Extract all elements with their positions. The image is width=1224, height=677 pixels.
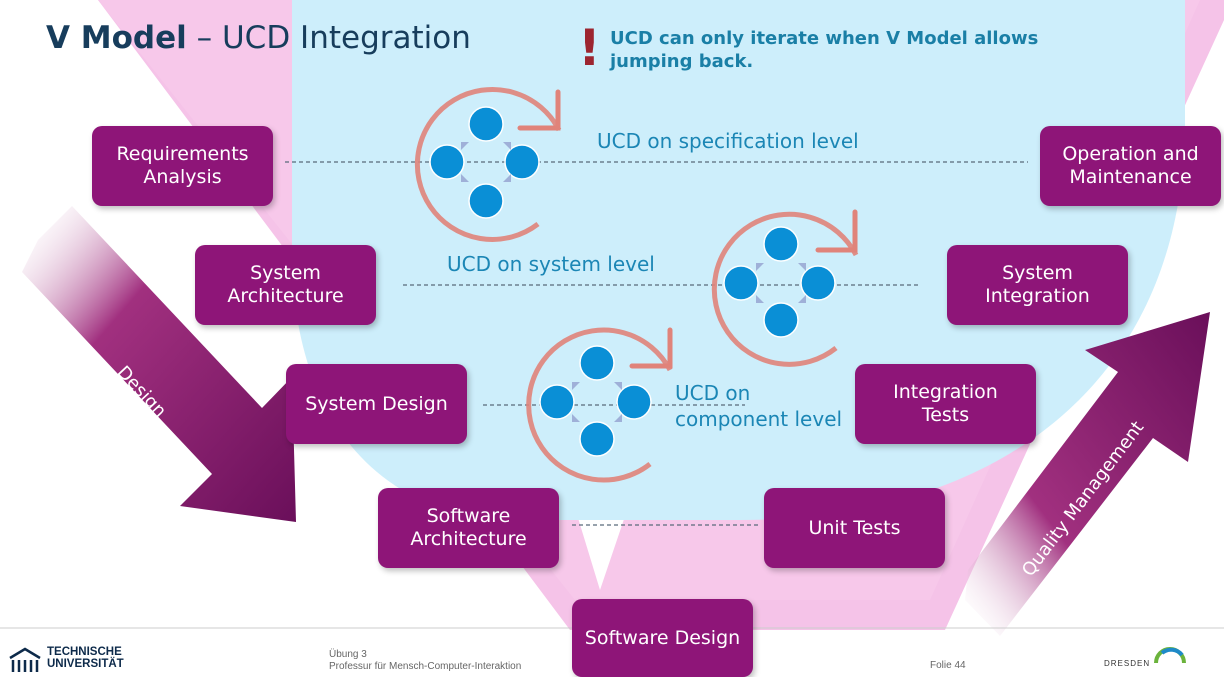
box-integration-tests: Integration Tests xyxy=(855,364,1036,444)
box-requirements-analysis: Requirements Analysis xyxy=(92,126,273,206)
page-title: V Model – UCD Integration xyxy=(46,20,471,56)
label-ucd-specification: UCD on specification level xyxy=(597,129,859,153)
university-line2: UNIVERSITÄT xyxy=(47,658,124,670)
box-system-architecture: System Architecture xyxy=(195,245,376,325)
box-software-design: Software Design xyxy=(572,599,753,677)
box-system-design: System Design xyxy=(286,364,467,444)
title-rest: – UCD Integration xyxy=(186,20,471,56)
warning-text: UCD can only iterate when V Model allows… xyxy=(610,28,1039,72)
box-operation-maintenance: Operation and Maintenance xyxy=(1040,126,1221,206)
box-unit-tests: Unit Tests xyxy=(764,488,945,568)
quality-arrow xyxy=(965,312,1210,636)
footer-slide-number: Folie 44 xyxy=(930,660,966,671)
box-software-architecture: Software Architecture xyxy=(378,488,559,568)
footer-city: DRESDEN xyxy=(1104,659,1151,668)
university-line1: TECHNISCHE xyxy=(47,646,122,658)
ucd-cycle-system xyxy=(711,209,859,367)
label-ucd-component: UCD on component level xyxy=(675,381,843,431)
ucd-cycle-spec xyxy=(414,87,562,242)
ucd-cycle-component xyxy=(526,327,673,483)
dresden-logo xyxy=(1154,647,1186,664)
design-arrow xyxy=(22,206,296,522)
warning-icon: ! xyxy=(578,19,601,77)
footer-course: Übung 3 xyxy=(329,649,367,660)
university-name: TECHNISCHE UNIVERSITÄT xyxy=(47,646,124,670)
label-ucd-system: UCD on system level xyxy=(447,252,655,276)
footer-chair: Professur für Mensch-Computer-Interaktio… xyxy=(329,661,522,672)
box-system-integration: System Integration xyxy=(947,245,1128,325)
title-bold: V Model xyxy=(46,20,187,56)
tu-dresden-logo xyxy=(9,647,41,672)
